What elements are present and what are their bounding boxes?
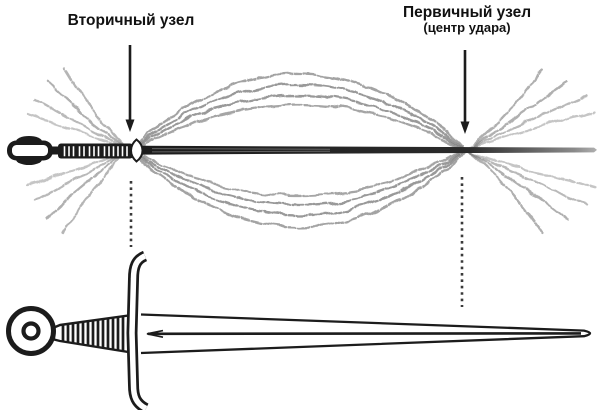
arrow-primary-node	[460, 50, 470, 134]
wave-lens-top	[131, 73, 466, 151]
pommel-rivet	[21, 321, 41, 341]
label-primary-node-sub: (центр удара)	[423, 20, 511, 35]
guard-top-view	[129, 138, 144, 163]
pommel-top-view	[7, 136, 53, 165]
sword-side-view	[6, 250, 592, 410]
blade-side-view	[140, 313, 592, 355]
pommel-side-view	[6, 306, 56, 356]
arrow-secondary-node	[125, 45, 135, 132]
crossguard-side-view	[126, 250, 149, 410]
grip-top-view	[58, 143, 133, 159]
hilt-neck-top-view	[51, 146, 60, 155]
blade-top-view	[142, 145, 597, 155]
down-arrowhead-icon	[125, 119, 135, 132]
wave-lens-bottom	[131, 149, 466, 228]
label-primary-node: Первичный узел (центр удара)	[385, 4, 549, 35]
grip-ribs	[61, 316, 125, 352]
fuller-root-fork	[146, 329, 164, 339]
wave-fan-right	[462, 66, 597, 236]
label-secondary-node: Вторичный узел	[67, 12, 195, 29]
grip-wrap-ticks	[63, 146, 128, 157]
vibration-wave-envelope	[26, 66, 597, 236]
down-arrowhead-icon	[460, 121, 470, 134]
label-primary-node-title: Первичный узел	[402, 4, 532, 21]
grip-side-view	[52, 314, 130, 354]
sword-top-view	[7, 136, 597, 165]
